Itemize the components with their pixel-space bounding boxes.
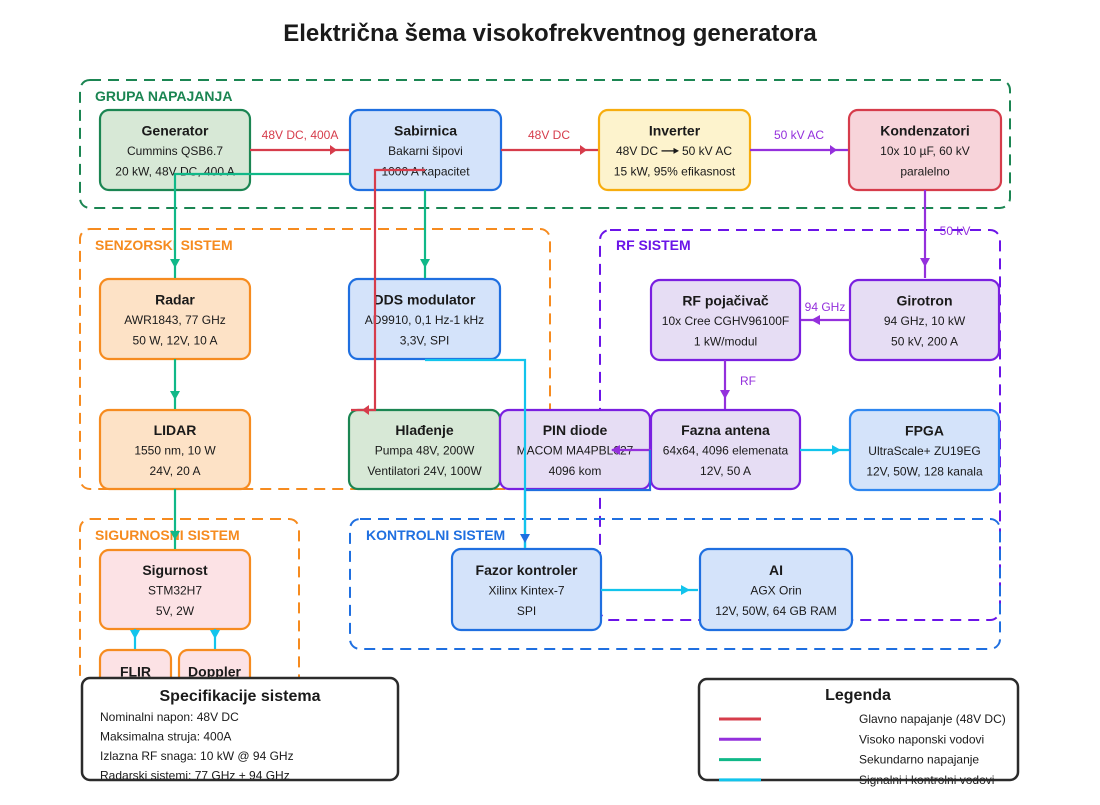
- svg-text:Glavno napajanje (48V DC): Glavno napajanje (48V DC): [859, 712, 1006, 726]
- svg-text:AD9910, 0,1 Hz-1 kHz: AD9910, 0,1 Hz-1 kHz: [365, 313, 484, 327]
- svg-text:FPGA: FPGA: [905, 422, 944, 438]
- svg-text:AI: AI: [769, 562, 783, 578]
- svg-text:DDS modulator: DDS modulator: [374, 291, 476, 307]
- svg-text:Kondenzatori: Kondenzatori: [880, 122, 969, 138]
- svg-text:12V, 50 A: 12V, 50 A: [700, 464, 751, 478]
- svg-text:Maksimalna struja: 400A: Maksimalna struja: 400A: [100, 730, 231, 744]
- svg-text:48V DC: 48V DC: [616, 144, 658, 158]
- svg-text:RF: RF: [740, 374, 756, 388]
- svg-text:50 kV, 200 A: 50 kV, 200 A: [891, 335, 958, 349]
- svg-text:1000 A kapacitet: 1000 A kapacitet: [381, 165, 470, 179]
- svg-text:paralelno: paralelno: [900, 165, 950, 179]
- svg-text:12V, 50W, 128 kanala: 12V, 50W, 128 kanala: [866, 465, 983, 479]
- svg-text:94 GHz, 10 kW: 94 GHz, 10 kW: [884, 314, 966, 328]
- svg-text:Girotron: Girotron: [897, 292, 953, 308]
- svg-text:Inverter: Inverter: [649, 122, 701, 138]
- svg-text:Pumpa 48V, 200W: Pumpa 48V, 200W: [375, 444, 475, 458]
- svg-text:50 kV AC: 50 kV AC: [682, 144, 732, 158]
- svg-text:48V DC, 400A: 48V DC, 400A: [262, 128, 339, 142]
- svg-text:Cummins QSB6.7: Cummins QSB6.7: [127, 144, 223, 158]
- svg-text:SENZORSKI SISTEM: SENZORSKI SISTEM: [95, 237, 233, 253]
- svg-text:50 kV AC: 50 kV AC: [774, 128, 824, 142]
- svg-text:48V DC: 48V DC: [528, 128, 570, 142]
- svg-text:FLIR: FLIR: [120, 664, 151, 680]
- svg-text:SIGURNOSNI SISTEM: SIGURNOSNI SISTEM: [95, 527, 240, 543]
- svg-text:64x64, 4096 elemenata: 64x64, 4096 elemenata: [663, 444, 789, 458]
- svg-text:Bakarni šipovi: Bakarni šipovi: [388, 144, 463, 158]
- svg-text:STM32H7: STM32H7: [148, 584, 202, 598]
- svg-text:Ventilatori 24V, 100W: Ventilatori 24V, 100W: [367, 464, 482, 478]
- svg-text:10x Cree CGHV96100F: 10x Cree CGHV96100F: [662, 314, 789, 328]
- svg-text:UltraScale+ ZU19EG: UltraScale+ ZU19EG: [868, 444, 980, 458]
- svg-text:5V, 2W: 5V, 2W: [156, 604, 195, 618]
- svg-text:SPI: SPI: [517, 604, 536, 618]
- svg-text:94 GHz: 94 GHz: [805, 300, 846, 314]
- svg-text:10x 10 µF, 60 kV: 10x 10 µF, 60 kV: [880, 144, 970, 158]
- svg-text:Visoko naponski vodovi: Visoko naponski vodovi: [859, 732, 984, 746]
- svg-text:Specifikacije sistema: Specifikacije sistema: [160, 688, 321, 705]
- svg-text:Legenda: Legenda: [825, 687, 891, 704]
- svg-text:MACOM MA4PBL027: MACOM MA4PBL027: [517, 444, 634, 458]
- svg-text:Izlazna RF snaga: 10 kW @ 94 G: Izlazna RF snaga: 10 kW @ 94 GHz: [100, 749, 294, 763]
- svg-text:Sigurnost: Sigurnost: [142, 562, 208, 578]
- svg-text:1 kW/modul: 1 kW/modul: [694, 335, 757, 349]
- svg-text:Sekundarno napajanje: Sekundarno napajanje: [859, 753, 979, 767]
- svg-text:LIDAR: LIDAR: [154, 422, 197, 438]
- svg-text:AGX Orin: AGX Orin: [750, 584, 801, 598]
- svg-text:Sabirnica: Sabirnica: [394, 122, 457, 138]
- svg-text:4096 kom: 4096 kom: [549, 464, 602, 478]
- svg-text:Hlađenje: Hlađenje: [395, 422, 454, 438]
- svg-text:Generator: Generator: [142, 122, 209, 138]
- svg-text:24V, 20 A: 24V, 20 A: [150, 464, 201, 478]
- svg-text:Fazor kontroler: Fazor kontroler: [476, 562, 578, 578]
- svg-text:Radar: Radar: [155, 291, 195, 307]
- svg-text:GRUPA NAPAJANJA: GRUPA NAPAJANJA: [95, 88, 232, 104]
- svg-text:15 kW, 95% efikasnost: 15 kW, 95% efikasnost: [614, 165, 736, 179]
- svg-text:RF SISTEM: RF SISTEM: [616, 237, 691, 253]
- svg-text:KONTROLNI SISTEM: KONTROLNI SISTEM: [366, 527, 505, 543]
- svg-text:Xilinx Kintex-7: Xilinx Kintex-7: [488, 584, 564, 598]
- svg-text:1550 nm, 10 W: 1550 nm, 10 W: [134, 444, 216, 458]
- svg-text:12V, 50W, 64 GB RAM: 12V, 50W, 64 GB RAM: [715, 604, 837, 618]
- svg-text:3,3V, SPI: 3,3V, SPI: [400, 334, 450, 348]
- svg-text:Električna šema visokofrekvent: Električna šema visokofrekventnog genera…: [283, 20, 817, 47]
- svg-text:Fazna antena: Fazna antena: [681, 422, 770, 438]
- svg-text:Nominalni napon: 48V DC: Nominalni napon: 48V DC: [100, 710, 239, 724]
- svg-text:RF pojačivač: RF pojačivač: [682, 292, 769, 308]
- svg-text:AWR1843, 77 GHz: AWR1843, 77 GHz: [124, 313, 226, 327]
- svg-text:50 W, 12V, 10 A: 50 W, 12V, 10 A: [133, 334, 218, 348]
- svg-text:PIN diode: PIN diode: [543, 422, 608, 438]
- svg-text:Doppler: Doppler: [188, 664, 241, 680]
